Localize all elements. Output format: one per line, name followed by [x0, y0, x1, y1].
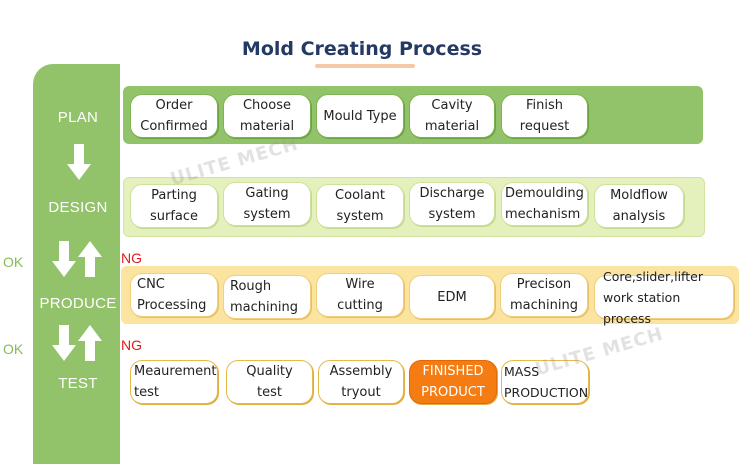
- step-card: Finish request: [501, 94, 588, 138]
- step-card: Discharge system: [409, 182, 495, 226]
- step-card: Choose material: [223, 94, 311, 138]
- title-underline: [315, 64, 415, 68]
- step-card: Cavity material: [409, 94, 495, 138]
- ok-label: OK: [3, 254, 24, 270]
- step-card: Moldflow analysis: [594, 184, 684, 228]
- ng-label: NG: [121, 250, 142, 266]
- stage-design: DESIGN: [48, 199, 108, 216]
- step-card: Mould Type: [316, 94, 404, 138]
- stage-plan: PLAN: [57, 109, 99, 126]
- stage-bar: [33, 64, 120, 464]
- ng-label: NG: [121, 337, 142, 353]
- arrow-up-icon: [78, 325, 102, 361]
- stage-test: TEST: [58, 375, 98, 392]
- step-card: Order Confirmed: [130, 94, 218, 138]
- step-card: EDM: [409, 275, 495, 319]
- step-card: Gating system: [223, 182, 311, 226]
- step-card: Demoulding mechanism: [501, 182, 588, 226]
- step-card: Coolant system: [316, 184, 404, 228]
- step-card: Core,slider,lifter work station process: [594, 269, 734, 326]
- finished-product-card: FINISHED PRODUCT: [409, 360, 497, 404]
- step-card: Precison machining: [500, 273, 588, 317]
- step-card: CNC Processing: [130, 273, 218, 317]
- step-card: Assembly tryout: [318, 360, 404, 404]
- step-card: Parting surface: [130, 184, 218, 228]
- arrow-down-icon: [52, 241, 76, 277]
- step-card: MASS PRODUCTION: [501, 360, 589, 404]
- step-card: Wire cutting: [316, 273, 404, 317]
- ok-label: OK: [3, 341, 24, 357]
- arrow-down-icon: [67, 144, 91, 180]
- arrow-down-icon: [52, 325, 76, 361]
- step-card: Rough machining: [223, 275, 311, 319]
- arrow-up-icon: [78, 241, 102, 277]
- stage-produce: PRODUCE: [39, 295, 117, 312]
- step-card: Quality test: [226, 360, 313, 404]
- diagram-title: Mold Creating Process: [241, 38, 483, 60]
- step-card: Meaurement test: [130, 360, 218, 404]
